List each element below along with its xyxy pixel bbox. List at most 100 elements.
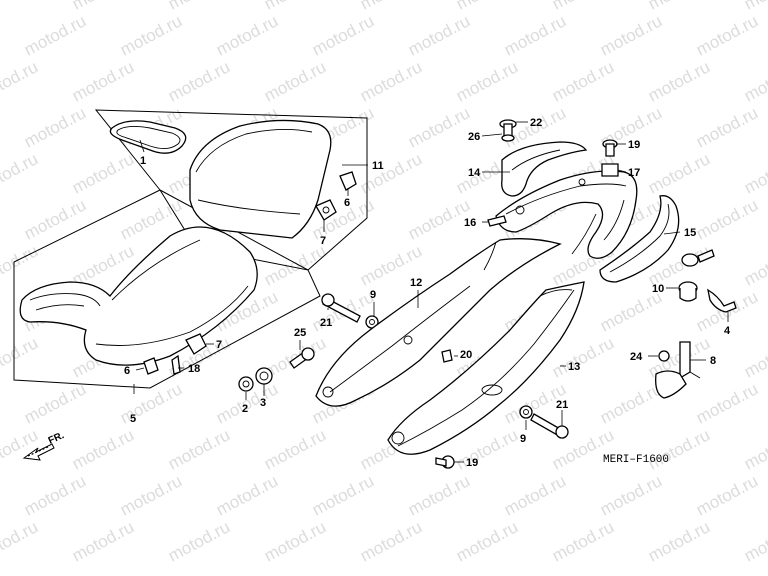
watermark-text: motod.ru (741, 241, 768, 289)
watermark-text: motod.ru (693, 379, 761, 427)
watermark-text: motod.ru (309, 471, 377, 519)
watermark-text: motod.ru (597, 471, 665, 519)
left-side-cover-part (315, 238, 562, 407)
grab-rail-right-part (599, 195, 680, 283)
callout-18: 18 (188, 363, 200, 375)
rider-seat-frame (13, 189, 321, 389)
watermark-text: motod.ru (21, 11, 89, 59)
watermark-text: motod.ru (693, 11, 761, 59)
watermark-text: motod.ru (741, 333, 768, 381)
watermark-text: motod.ru (0, 425, 41, 473)
watermark-text: motod.ru (357, 57, 425, 105)
watermark-text: motod.ru (597, 379, 665, 427)
callout-26: 26 (468, 131, 480, 143)
rear-cowl-part (495, 170, 638, 259)
watermark-text: motod.ru (21, 103, 89, 151)
lock-bracket-part (655, 341, 701, 399)
watermark-text: motod.ru (357, 517, 425, 565)
nut-20-part (441, 349, 453, 363)
grommet-part (238, 367, 273, 392)
diagram-code: MERI–F1600 (603, 454, 669, 466)
upper-clip-part (315, 171, 357, 221)
watermark-text: motod.ru (69, 149, 137, 197)
callout-16: 16 (464, 217, 476, 229)
watermark-text: motod.ru (0, 241, 41, 289)
lock-part (678, 249, 715, 302)
watermark-text: motod.ru (501, 471, 569, 519)
watermark-text: motod.ru (165, 57, 233, 105)
callout-5: 5 (130, 413, 136, 425)
callout-4: 4 (724, 325, 731, 337)
pillion-seat-part (189, 119, 332, 239)
callout-2: 2 (242, 403, 248, 415)
watermark-text: motod.ru (741, 0, 768, 14)
callout-21b: 21 (556, 399, 568, 411)
bolt-25-part (289, 347, 315, 369)
callout-22: 22 (530, 117, 542, 129)
watermark-text: motod.ru (597, 11, 665, 59)
bolt-16-part (487, 215, 507, 227)
watermark-text: motod.ru (69, 517, 137, 565)
callout-1: 1 (140, 155, 146, 167)
watermark-text: motod.ru (117, 471, 185, 519)
watermark-text: motod.ru (405, 471, 473, 519)
watermark-text: motod.ru (645, 517, 713, 565)
watermark-text: motod.ru (21, 379, 89, 427)
watermark-text: motod.ru (0, 0, 41, 14)
screw-19-lower-part (435, 455, 455, 469)
watermark-text: motod.ru (21, 195, 89, 243)
lower-clip-part (143, 333, 207, 375)
watermark-text: motod.ru (405, 11, 473, 59)
watermark-text: motod.ru (741, 517, 768, 565)
cable-part (707, 288, 737, 313)
watermark-text: motod.ru (405, 195, 473, 243)
callout-7a: 7 (320, 235, 326, 247)
callout-11: 11 (372, 160, 384, 172)
watermark-text: motod.ru (261, 517, 329, 565)
callout-24: 24 (630, 351, 643, 363)
watermark-text: motod.ru (453, 57, 521, 105)
grab-rail-left-part (501, 141, 588, 197)
watermark-text: motod.ru (645, 149, 713, 197)
watermark-text: motod.ru (165, 425, 233, 473)
top-screw-part (601, 139, 619, 177)
callout-8: 8 (710, 355, 716, 367)
callout-20: 20 (460, 349, 472, 361)
watermark-text: motod.ru (21, 471, 89, 519)
bolt-21-left-part (321, 293, 379, 329)
watermark-text: motod.ru (741, 57, 768, 105)
watermark-text: motod.ru (693, 195, 761, 243)
watermark-text: motod.ru (0, 57, 41, 105)
right-side-cover-part (387, 281, 585, 455)
callout-7b: 7 (216, 339, 222, 351)
watermark-text: motod.ru (117, 11, 185, 59)
watermark-text: motod.ru (69, 425, 137, 473)
callout-6a: 6 (344, 197, 350, 209)
watermark-text: motod.ru (693, 471, 761, 519)
watermark-text: motod.ru (309, 11, 377, 59)
callout-21a: 21 (320, 317, 332, 329)
callout-12: 12 (410, 277, 422, 289)
watermark-text: motod.ru (549, 57, 617, 105)
watermark-text: motod.ru (549, 517, 617, 565)
strap-part (109, 120, 187, 154)
callout-13: 13 (568, 361, 580, 373)
watermark-text: motod.ru (261, 241, 329, 289)
watermark-text: motod.ru (645, 425, 713, 473)
bolt-21-right-part (519, 405, 569, 439)
callout-3: 3 (260, 397, 266, 409)
callout-labels: 1 11 6 7 5 6 7 18 2 3 25 21 9 12 20 13 9… (124, 117, 731, 469)
watermark-text: motod.ru (0, 333, 41, 381)
watermark-text: motod.ru (261, 57, 329, 105)
watermark-text: motod.ru (0, 149, 41, 197)
callout-15: 15 (684, 227, 696, 239)
direction-label: FR. (47, 430, 66, 447)
watermark-text: motod.ru (213, 11, 281, 59)
callout-10: 10 (652, 283, 664, 295)
watermark-text: motod.ru (213, 471, 281, 519)
watermark-text: motod.ru (453, 517, 521, 565)
watermark-text: motod.ru (453, 425, 521, 473)
watermark-text: motod.ru (645, 57, 713, 105)
watermark-text: motod.ru (741, 425, 768, 473)
